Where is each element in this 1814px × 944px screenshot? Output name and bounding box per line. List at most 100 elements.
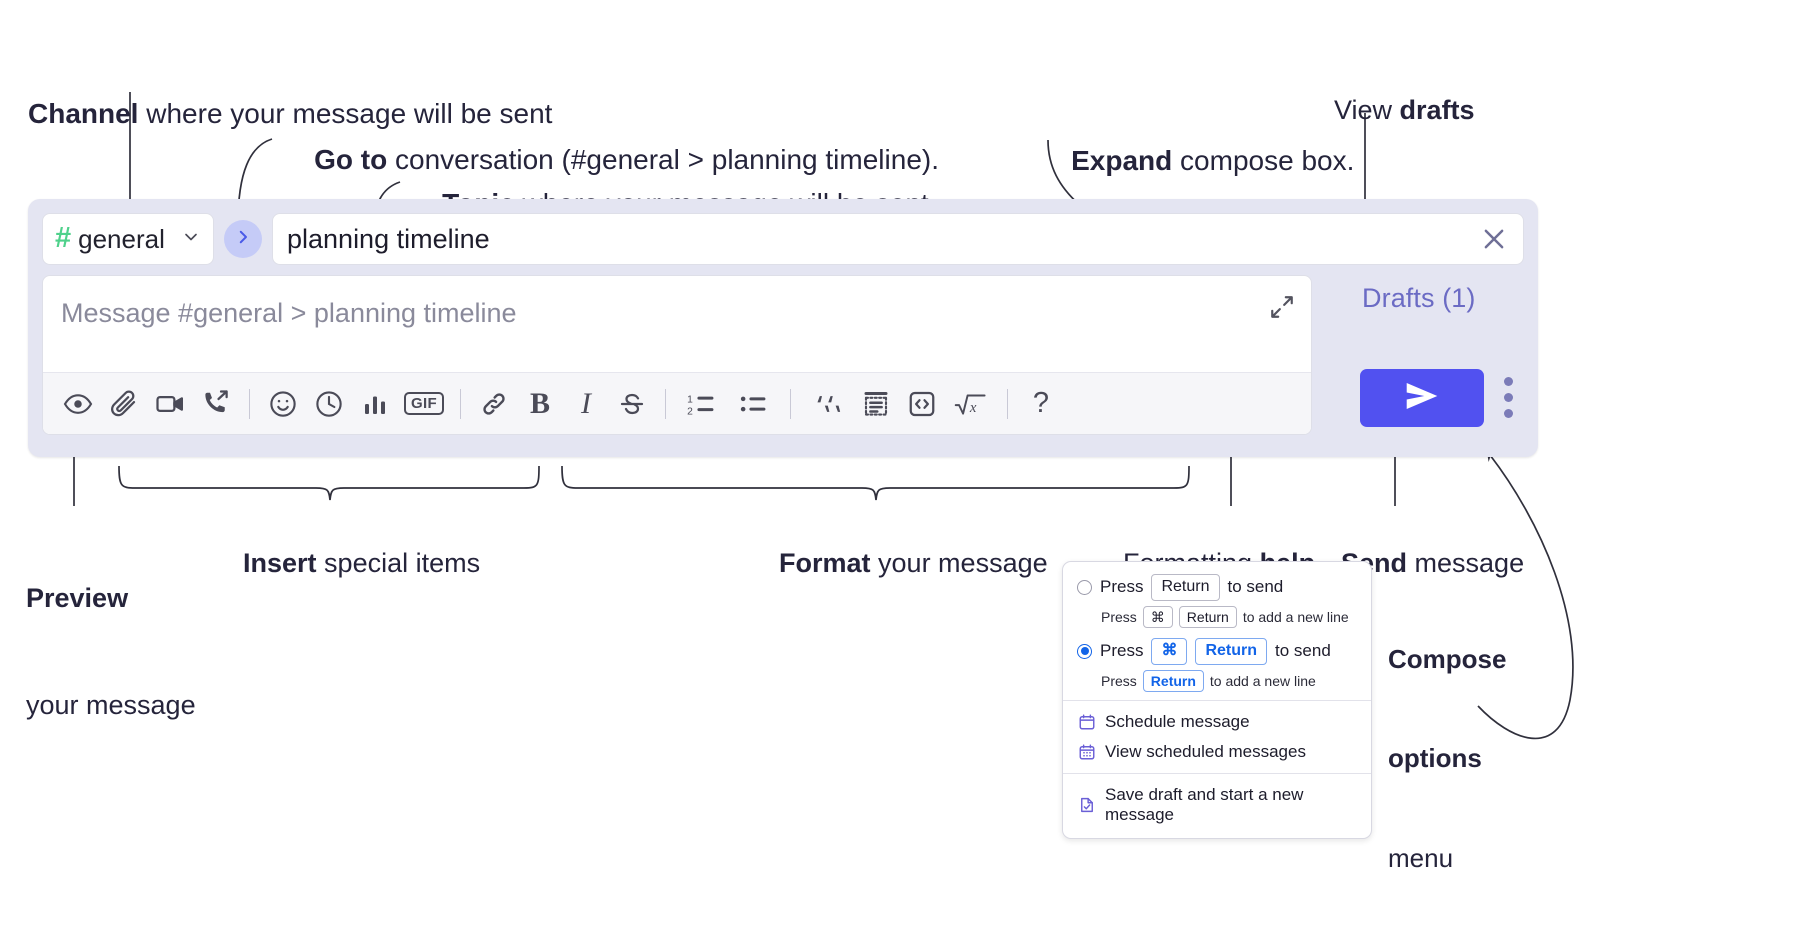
compose-options-button[interactable] <box>1504 377 1513 418</box>
annotation-preview: Preview your message <box>26 510 196 795</box>
message-placeholder: Message #general > planning timeline <box>61 298 517 328</box>
annotation-format: Format your message <box>749 510 1048 617</box>
send-button[interactable] <box>1360 369 1484 427</box>
topic-value: planning timeline <box>287 223 490 254</box>
blockquote-icon[interactable] <box>801 381 853 427</box>
annotation-format-bold: Format <box>779 547 871 578</box>
topic-input[interactable]: planning timeline <box>272 213 1524 265</box>
key-chip-cmd: ⌘ <box>1151 637 1188 665</box>
annotation-expand-rest: compose box. <box>1172 144 1355 176</box>
menu-item-view-scheduled-messages[interactable]: View scheduled messages <box>1063 737 1371 767</box>
annotation-preview-bold: Preview <box>26 583 129 614</box>
bulleted-list-icon[interactable] <box>728 381 780 427</box>
menu-option-return-to-send[interactable]: Press Return to send Press ⌘ Return to a… <box>1063 572 1371 628</box>
code-block-icon[interactable] <box>853 381 899 427</box>
preview-icon[interactable] <box>55 381 101 427</box>
help-label: ? <box>1032 387 1050 419</box>
option-text-post: to send <box>1227 577 1284 597</box>
save-draft-icon <box>1077 795 1096 814</box>
chevron-down-icon <box>181 227 201 252</box>
divider <box>460 388 461 419</box>
svg-text:1: 1 <box>687 394 693 405</box>
divider <box>665 388 666 419</box>
svg-text:x: x <box>969 399 977 415</box>
video-icon[interactable] <box>147 381 193 427</box>
menu-item-label: Save draft and start a new message <box>1105 784 1304 824</box>
message-box: Message #general > planning timeline <box>42 275 1312 435</box>
key-chip-return: Return <box>1178 605 1237 628</box>
compose-panel: # general planning timeline <box>28 199 1538 457</box>
svg-text:2: 2 <box>687 406 693 417</box>
kebab-dot <box>1504 377 1513 386</box>
inline-code-icon[interactable] <box>899 381 945 427</box>
compose-header-row: # general planning timeline <box>42 213 1524 265</box>
drafts-link[interactable]: Drafts (1) <box>1362 283 1476 313</box>
annotation-insert: Insert special items <box>213 510 480 617</box>
option-sub-post: to add a new line <box>1209 672 1316 689</box>
gif-icon[interactable]: GIF <box>398 381 450 427</box>
message-input[interactable]: Message #general > planning timeline <box>43 276 1311 372</box>
annotation-compose-options: Compose options menu <box>1388 576 1506 942</box>
annotation-expand-bold: Expand <box>1071 144 1173 176</box>
gif-label: GIF <box>404 392 444 415</box>
annotation-goto-bold: Go to <box>314 143 388 175</box>
expand-icon[interactable] <box>1269 294 1295 325</box>
italic-label: I <box>581 386 591 420</box>
channel-name: general <box>78 223 165 254</box>
option-text-pre: Press <box>1100 641 1144 661</box>
emoji-icon[interactable] <box>260 381 306 427</box>
clock-icon[interactable] <box>306 381 352 427</box>
annotation-compose-options-bold2: options <box>1388 743 1482 774</box>
calendar-icon <box>1077 712 1096 731</box>
poll-icon[interactable] <box>352 381 398 427</box>
kebab-dot <box>1504 409 1513 418</box>
menu-item-save-draft[interactable]: Save draft and start a new message <box>1063 780 1371 830</box>
close-icon[interactable] <box>1479 224 1509 254</box>
formatting-toolbar: GIF B I <box>43 372 1311 434</box>
channel-selector[interactable]: # general <box>42 213 214 265</box>
key-chip-return: Return <box>1195 637 1268 665</box>
attachment-icon[interactable] <box>101 381 147 427</box>
menu-item-schedule-message[interactable]: Schedule message <box>1063 707 1371 737</box>
compose-options-menu: Press Return to send Press ⌘ Return to a… <box>1062 561 1372 839</box>
divider <box>1007 388 1008 419</box>
menu-option-cmd-return-to-send[interactable]: Press ⌘ Return to send Press Return to a… <box>1063 636 1371 692</box>
link-icon[interactable] <box>471 381 517 427</box>
goto-conversation-button[interactable] <box>224 220 262 258</box>
option-sub-pre: Press <box>1101 672 1137 689</box>
annotation-format-rest: your message <box>870 547 1048 578</box>
menu-divider <box>1063 772 1371 774</box>
send-icon <box>1402 379 1442 418</box>
radio-button-selected[interactable] <box>1077 643 1092 659</box>
chevron-right-icon <box>234 228 252 251</box>
strikethrough-icon[interactable] <box>609 381 655 427</box>
divider <box>249 388 250 419</box>
option-sub-pre: Press <box>1101 608 1137 625</box>
key-chip-return: Return <box>1151 574 1220 601</box>
key-chip-return: Return <box>1142 669 1204 692</box>
menu-divider <box>1063 699 1371 701</box>
option-text-post: to send <box>1275 641 1331 661</box>
italic-icon[interactable]: I <box>563 381 609 427</box>
annotation-preview-line2: your message <box>26 690 196 721</box>
menu-item-label: View scheduled messages <box>1105 741 1306 761</box>
annotation-channel-bold: Channel <box>28 97 139 129</box>
annotation-channel-rest: where your message will be sent <box>138 97 553 129</box>
hash-icon: # <box>55 221 72 254</box>
annotation-insert-bold: Insert <box>243 547 317 578</box>
annotation-send-rest: message <box>1407 547 1525 578</box>
annotation-expand: Expand compose box. <box>1040 106 1354 217</box>
annotation-insert-rest: special items <box>316 547 481 578</box>
divider <box>790 388 791 419</box>
huddle-icon[interactable] <box>193 381 239 427</box>
kebab-dot <box>1504 393 1513 402</box>
radio-button[interactable] <box>1077 579 1092 595</box>
bold-icon[interactable]: B <box>517 381 563 427</box>
key-chip-cmd: ⌘ <box>1142 605 1173 628</box>
help-icon[interactable]: ? <box>1018 381 1064 427</box>
menu-item-label: Schedule message <box>1105 711 1250 731</box>
math-icon[interactable]: x <box>945 381 997 427</box>
calendar-grid-icon <box>1077 742 1096 761</box>
